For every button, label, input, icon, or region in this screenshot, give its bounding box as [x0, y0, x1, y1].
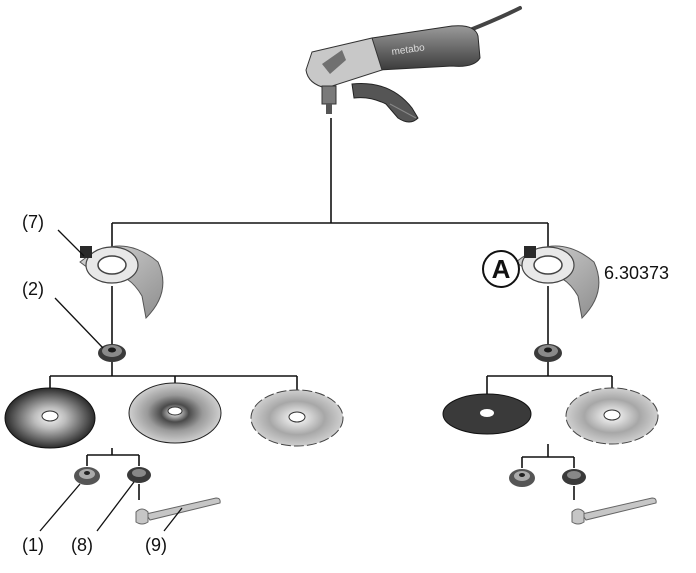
support-flange-right — [534, 344, 562, 362]
clamping-nut-left — [74, 467, 100, 485]
grinding-disc — [4, 387, 96, 449]
label-clamping-nut: (1) — [22, 535, 44, 555]
quick-nut-right — [562, 469, 586, 485]
flap-disc — [128, 382, 222, 444]
label-quick-nut: (8) — [71, 535, 93, 555]
spanner-right — [571, 497, 657, 525]
accessory-marker: A — [482, 250, 520, 288]
guard-standard — [79, 245, 164, 320]
label-support-flange: (2) — [22, 279, 44, 299]
angle-grinder: metabo — [305, 6, 522, 123]
guard-accessory — [515, 245, 600, 320]
leader-lines — [39, 229, 183, 532]
brand-text: metabo — [391, 42, 426, 58]
diamond-disc-left — [250, 389, 344, 447]
cutting-disc — [442, 393, 532, 435]
label-spanner: (9) — [145, 535, 167, 555]
diamond-disc-right — [565, 387, 659, 445]
support-flange-left — [98, 344, 126, 362]
quick-nut-left — [127, 467, 151, 483]
connector-lines — [49, 118, 613, 500]
accessory-part-number: 6.30373 — [604, 263, 670, 283]
clamping-nut-right — [509, 469, 535, 487]
spanner-left — [135, 497, 221, 525]
label-guard-standard: (7) — [22, 212, 44, 232]
